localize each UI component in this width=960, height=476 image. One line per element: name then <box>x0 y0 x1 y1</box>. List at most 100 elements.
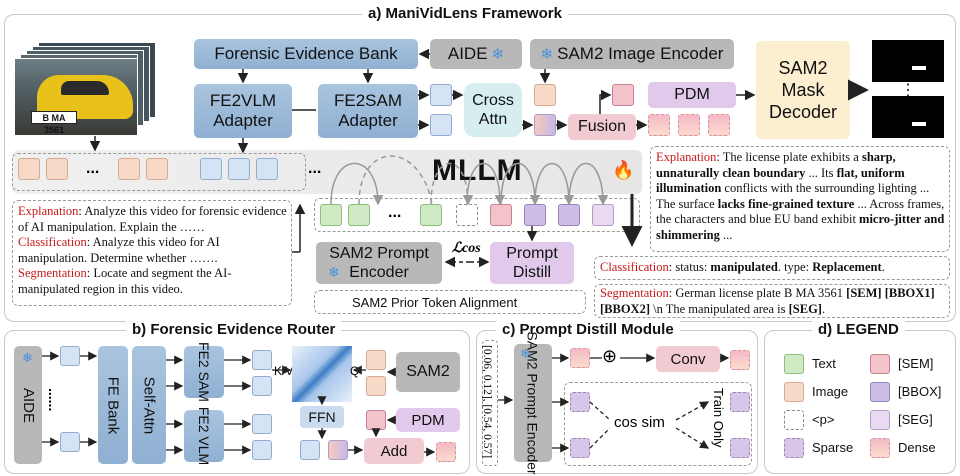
ffn-block: FFN <box>300 406 344 428</box>
sam2-prompt-encoder-c: SAM2 Prompt Encoder <box>514 331 552 475</box>
text-span: flat, uniform illumination <box>656 165 905 196</box>
text-span: manipulated <box>710 260 778 274</box>
token <box>708 114 730 136</box>
token <box>366 350 386 370</box>
output-label: Classification <box>600 260 669 274</box>
legend-swatch-sem <box>870 354 890 374</box>
token <box>570 348 590 368</box>
token <box>570 392 590 412</box>
output-segmentation-box <box>594 284 950 318</box>
text-span: Replacement <box>812 260 882 274</box>
token <box>252 414 272 434</box>
text-span: micro-jitter and shimmering <box>656 212 945 242</box>
text-span: ... Across frames, the characters and bl… <box>656 196 945 227</box>
forensic-evidence-bank: Forensic Evidence Bank <box>194 39 418 69</box>
token <box>252 376 272 396</box>
token <box>60 432 80 452</box>
cross-attn-block: Cross Attn <box>464 83 522 137</box>
cos-sim-label: cos sim <box>614 414 665 431</box>
panel-a-title: a) ManiVidLens Framework <box>362 5 568 22</box>
bbox-coordinates: [0.06, 0.12], [0.54, 0.57] <box>481 340 498 466</box>
conv-block: Conv <box>656 346 720 372</box>
fusion-block: Fusion <box>568 114 636 140</box>
token <box>256 158 278 180</box>
legend-swatch-dense <box>870 438 890 458</box>
token <box>200 158 222 180</box>
token <box>320 204 342 226</box>
sam2-image-encoder: ❄ SAM2 Image Encoder <box>530 39 734 69</box>
text-span: lacks fine-grained texture <box>717 196 855 211</box>
legend-label: [BBOX] <box>898 384 942 399</box>
snowflake-icon: ❄ <box>520 346 531 361</box>
panel-b-title: b) Forensic Evidence Router <box>126 321 342 338</box>
legend-label: Image <box>812 384 849 399</box>
token <box>678 114 700 136</box>
legend-swatch-sparse <box>784 438 804 458</box>
fe2vlm-adapter: FE2VLM Adapter <box>194 84 292 138</box>
text-span: . <box>821 301 826 316</box>
output-classification-box <box>594 256 950 280</box>
prompt-label: Classification <box>18 235 87 249</box>
text-span: : The license plate exhibits a <box>716 150 862 164</box>
legend-swatch-bbox <box>870 382 890 402</box>
aide-label: AIDE <box>447 44 488 63</box>
output-token-group <box>314 198 640 232</box>
output-label: Segmentation <box>600 286 669 300</box>
token <box>46 158 68 180</box>
token <box>730 350 750 370</box>
add-block: Add <box>364 438 424 464</box>
token <box>118 158 140 180</box>
mask-dots: ⋮ <box>900 82 916 99</box>
token <box>348 204 370 226</box>
plus-icon: ⊕ <box>602 346 618 366</box>
pdm-block: PDM <box>648 82 736 108</box>
token <box>366 376 386 396</box>
output-classification: Classification: status: manipulated. typ… <box>600 260 946 276</box>
video-frame: B MA 3561 <box>14 58 138 136</box>
aide-block: AIDE ❄ <box>430 39 522 69</box>
sam2-image-encoder-label: SAM2 Image Encoder <box>557 44 724 63</box>
legend-swatch-image <box>784 382 804 402</box>
plate-text: B MA 3561 <box>42 113 66 135</box>
prompt-label: Segmentation <box>18 266 87 280</box>
token <box>430 84 452 106</box>
prompt-distill-block: Prompt Distill <box>490 242 574 284</box>
sam2-mask-decoder: SAM2 Mask Decoder <box>756 41 850 139</box>
output-label: Explanation <box>656 150 717 164</box>
input-token-group <box>12 153 306 191</box>
token <box>18 158 40 180</box>
token <box>534 114 556 136</box>
text-span: [SEM] [BBOX1][BBOX2] <box>600 286 935 316</box>
alignment-label: SAM2 Prior Token Alignment <box>352 295 518 310</box>
token <box>252 440 272 460</box>
token <box>570 438 590 458</box>
mask-output-2 <box>872 96 944 138</box>
output-explanation-box <box>650 146 950 252</box>
legend-swatch-seg <box>870 410 890 430</box>
text-span: : German license plate B MA 3561 <box>668 286 847 300</box>
snowflake-icon: ❄ <box>540 46 554 63</box>
text-span: : status: <box>668 260 711 274</box>
aide-block-b: AIDE <box>14 346 42 464</box>
token <box>730 438 750 458</box>
panel-c-title: c) Prompt Distill Module <box>496 321 680 338</box>
mask-output-1 <box>872 40 944 82</box>
fe2sam-adapter: FE2SAM Adapter <box>318 84 418 138</box>
prompt-text: : Locate and segment the AI-manipulated … <box>18 266 232 296</box>
token <box>730 392 750 412</box>
text-span: \n The manipulated area is <box>650 301 789 316</box>
token <box>534 84 556 106</box>
fe2vlm-block-b: FE2 VLM <box>184 407 224 465</box>
sam2-prompt-encoder: SAM2 Prompt Encoder <box>316 242 442 284</box>
lcos-label: ℒcos <box>452 241 481 256</box>
text-span: ... <box>719 227 733 242</box>
prompt-explanation: Explanation: Analyze this video for fore… <box>18 204 288 235</box>
text-span: conflicts with the surrounding lighting … <box>656 181 930 211</box>
legend-swatch-text <box>784 354 804 374</box>
legend-label: [SEG] <box>898 412 933 427</box>
token <box>60 346 80 366</box>
video-frame-stack: B MA 3561 <box>14 42 164 136</box>
